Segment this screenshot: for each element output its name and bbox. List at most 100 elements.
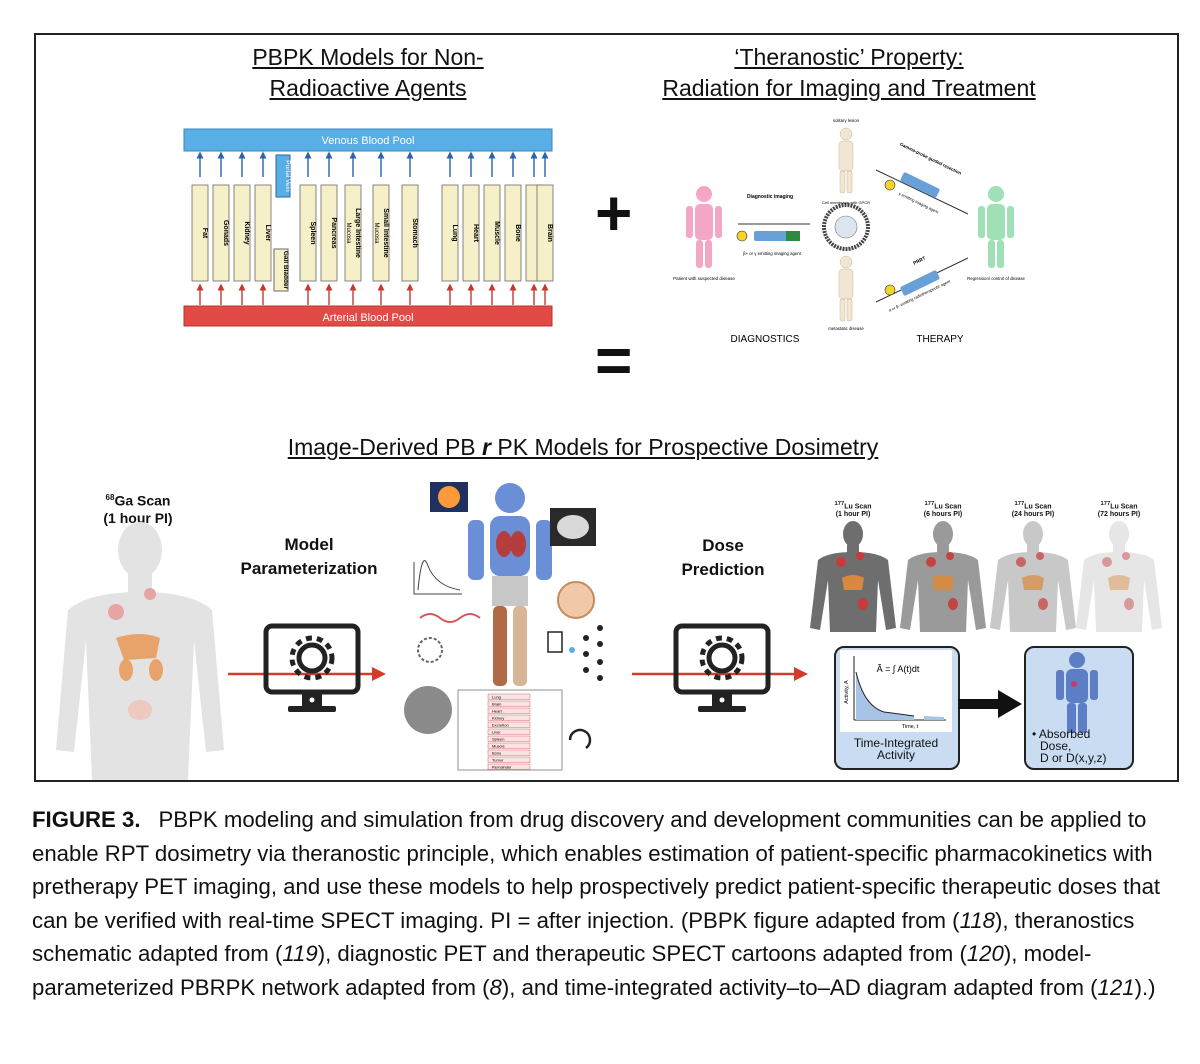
lu-scan-title: Lu Scan: [1024, 503, 1052, 511]
tia-label: Time-Integrated Activity: [836, 737, 956, 761]
network-compartment: [487, 707, 531, 714]
prrt-label: PRRT: [912, 256, 926, 267]
network-compartment: [487, 693, 531, 700]
caption-text-3: ), diagnostic PET and therapeutic SPECT …: [317, 941, 967, 966]
ga-scan-line1: Ga Scan: [114, 492, 171, 509]
lu-uptake: [948, 598, 958, 610]
caption-text-4: ), model-parameterized PBRPK network ada…: [32, 941, 1092, 1000]
pbrpk-title-a: Image-Derived PB: [287, 434, 483, 460]
lu-scan-sup: 177: [924, 501, 935, 507]
venous-label: Venous Blood Pool: [322, 135, 415, 147]
therapy-label: THERAPY: [916, 334, 964, 345]
lu-organ: [1108, 575, 1130, 590]
lu-scan-title: Lu Scan: [844, 503, 872, 511]
pbpk-title-line1: PBPK Models for Non-: [252, 44, 484, 70]
lu-scan-body: [810, 521, 896, 632]
organ-label: Liver: [264, 225, 271, 242]
dose-pred-line1: Dose: [702, 536, 744, 555]
portal-vein-label: Portal Vein: [284, 160, 291, 192]
computer-gear-icon-2: [673, 623, 771, 712]
pbrpk-title: Image-Derived PB r PK Models for Prospec…: [190, 432, 976, 463]
organ-label: Large Intestine: [354, 208, 361, 258]
network-compartment-label: Bone: [492, 751, 502, 756]
organ-label: Spleen: [309, 222, 316, 245]
lu-uptake: [926, 557, 936, 567]
organ-compartment: [344, 184, 362, 282]
organ-compartment: [401, 184, 419, 282]
network-compartment: [487, 763, 531, 770]
organ-compartment: [191, 184, 209, 282]
plus-sign: +: [595, 177, 633, 249]
organ-label: Brain: [546, 224, 553, 242]
caption-text-1: PBPK modeling and simulation from drug d…: [32, 807, 1161, 933]
metastatic-label: metastatic disease: [828, 326, 864, 331]
imaging-agent-label: β+ or γ emitting imaging agent: [743, 251, 802, 256]
lu-scan-title: Lu Scan: [934, 503, 962, 511]
ad-bullet: • Absorbed: [1032, 727, 1091, 741]
diagnostics-label: DIAGNOSTICS: [731, 334, 800, 345]
lu-scan-time: (24 hours PI): [1011, 511, 1055, 519]
computer-gear-icon-1: [263, 623, 361, 712]
organ-label: Fat: [201, 228, 208, 239]
gall-bladder-label: Gall Bladder: [282, 251, 289, 290]
organ-compartment: [212, 184, 230, 282]
caption-ref-121: 121: [1097, 974, 1135, 1000]
lu-uptake: [858, 598, 868, 610]
organ-compartment: [504, 184, 522, 282]
lu-uptake: [1016, 557, 1026, 567]
lu-uptake: [836, 557, 846, 567]
network-compartment: [487, 728, 531, 735]
organ-label: Bone: [514, 224, 521, 242]
network-compartment-label: Spleen: [492, 737, 504, 742]
lu-scan-label: 177Lu Scan(72 hours PI): [1084, 500, 1154, 519]
tia-label-line1: Time-Integrated: [853, 736, 939, 750]
model-param-label: Model Parameterization: [228, 533, 390, 581]
organ-label: Muscle: [493, 221, 500, 245]
theranostic-title-line2: Radiation for Imaging and Treatment: [662, 75, 1036, 101]
ad-line3: D or D(x,y,z): [1040, 751, 1107, 765]
tia-to-ad-arrow: [958, 690, 1022, 718]
network-compartment-label: Excretion: [492, 723, 509, 728]
ga-scan-sup: 68: [105, 493, 115, 502]
pbrpk-body-collage: LungBrainHeartKidneyExcretionLiverSpleen…: [404, 482, 603, 771]
arterial-bar: [183, 305, 553, 327]
network-compartment: [487, 749, 531, 756]
lu-scan-body: [1076, 521, 1162, 632]
tac-curve: [413, 560, 462, 595]
lu-organ: [932, 575, 954, 590]
refresh-icon: [568, 728, 592, 749]
pbrpk-title-b: PK Models for Prospective Dosimetry: [490, 434, 879, 460]
network-compartment: [487, 721, 531, 728]
network-rows: LungBrainHeartKidneyExcretionLiverSpleen…: [487, 693, 531, 770]
organ-label: Gonads: [222, 220, 229, 246]
document-icon: [547, 631, 563, 653]
organ-compartment: [320, 184, 338, 282]
organ-compartment: [441, 184, 459, 282]
lu-scan-body: [990, 521, 1076, 632]
ga-kidney-right: [149, 659, 163, 681]
diagnostic-imaging-label: Diagnostic imaging: [747, 194, 793, 200]
lu-scan-label: 177Lu Scan(1 hour PI): [818, 500, 888, 519]
arterial-label: Arterial Blood Pool: [322, 312, 413, 324]
model-param-arrow: [228, 667, 386, 681]
lu-scan-time: (6 hours PI): [923, 511, 963, 519]
network-compartment: [487, 735, 531, 742]
organ-compartment: [233, 184, 251, 282]
caption-ref-119: 119: [282, 941, 318, 966]
network-compartment: [487, 742, 531, 749]
organ-compartment: [254, 184, 272, 282]
lu-scan-time: (1 hour PI): [835, 511, 871, 519]
agent-molecule-1: [754, 231, 794, 241]
dose-pred-label: Dose Prediction: [668, 534, 778, 582]
cell-membrane-label: Cell membrane with GPCR: [822, 200, 870, 205]
gamma-probe-arrow: [875, 169, 969, 215]
theranostic-title-line1: ‘Theranostic’ Property:: [734, 44, 964, 70]
radiation-icon-3: [884, 284, 896, 296]
radiation-icon-2: [884, 179, 896, 191]
pbpk-title-line2: Radioactive Agents: [269, 75, 467, 101]
lu-scan-sup: 177: [1014, 501, 1025, 507]
organ-compartment: [299, 184, 317, 282]
gall-bladder-box: [273, 248, 289, 292]
tia-label-line2: Activity: [876, 748, 915, 762]
ad-body-render: [1056, 652, 1098, 733]
